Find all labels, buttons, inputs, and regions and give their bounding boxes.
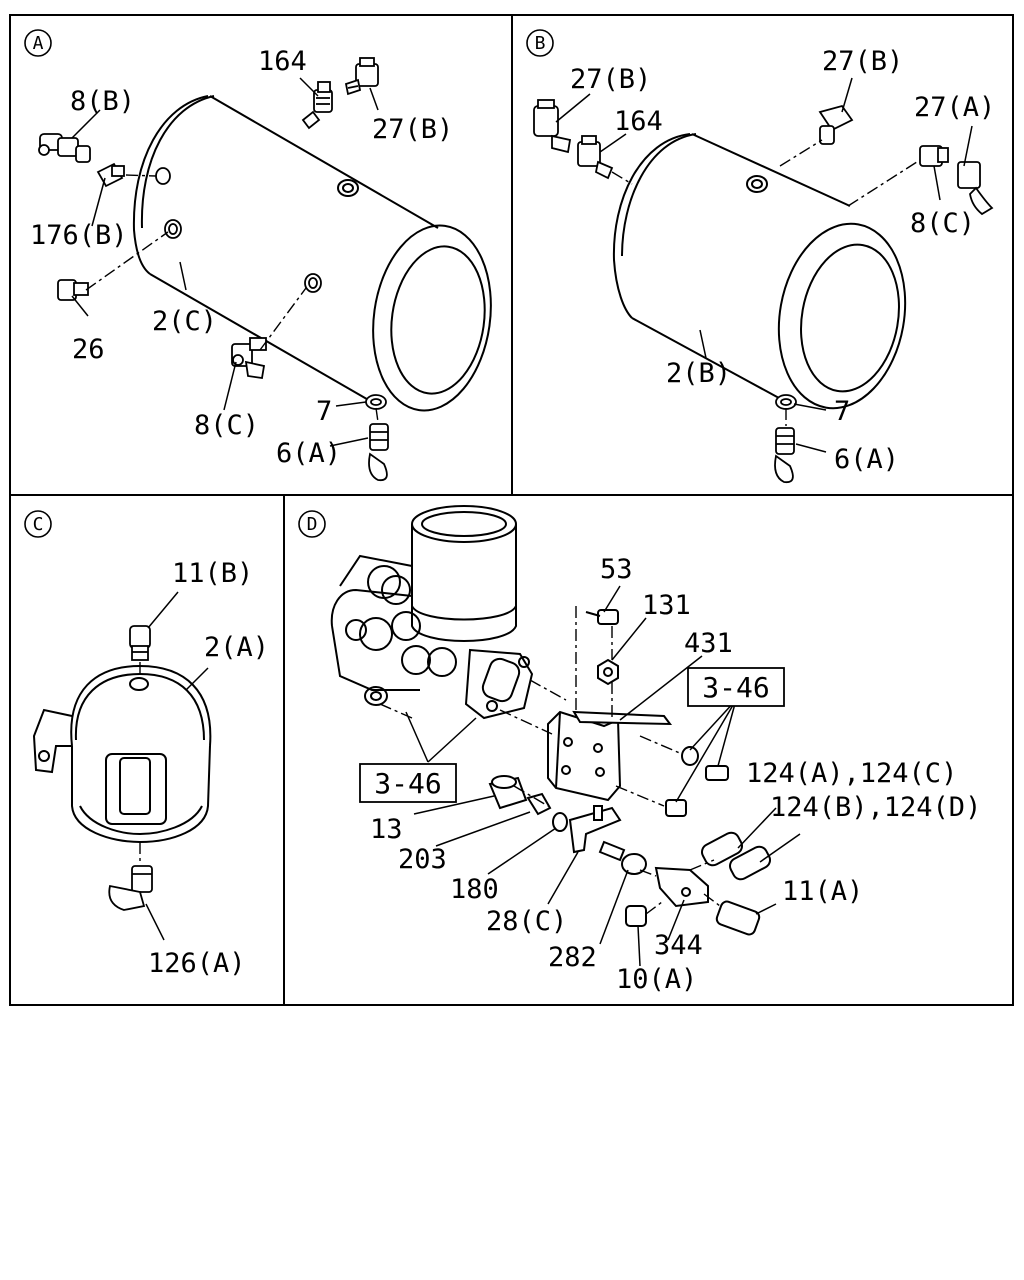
label-b-2b: 2(B): [666, 358, 731, 389]
panel-d: D: [298, 505, 981, 995]
air-dryer-drawing: [330, 505, 534, 720]
panel-a-marker: A: [24, 29, 52, 57]
panel-b-marker: B: [526, 29, 554, 57]
label-b-8c: 8(C): [910, 208, 975, 239]
label-a-6a: 6(A): [276, 438, 341, 469]
label-d-180: 180: [450, 874, 499, 905]
leaders-c: [145, 591, 209, 941]
label-a-7: 7: [316, 396, 332, 427]
panel-a: A: [24, 29, 492, 482]
label-a-26: 26: [72, 334, 105, 365]
ref-box-right-text: 3-46: [702, 671, 769, 704]
label-a-27b: 27(B): [372, 114, 453, 145]
label-b-6a: 6(A): [834, 444, 899, 475]
panel-d-marker: D: [298, 510, 326, 538]
reservoir-c-drawing: [32, 664, 212, 844]
fittings-c: [108, 625, 153, 911]
ref-box-right[interactable]: 3-46: [687, 667, 785, 707]
leaders-d: [405, 585, 801, 967]
panel-a-id: A: [33, 33, 44, 54]
air-tank-b-drawing: [612, 133, 907, 410]
label-d-124ac: 124(A),124(C): [746, 758, 957, 789]
label-d-203: 203: [398, 844, 447, 875]
air-tank-drawing: [132, 95, 492, 412]
label-d-124bd: 124(B),124(D): [770, 792, 981, 823]
ref-box-left-text: 3-46: [374, 767, 441, 800]
label-d-282: 282: [548, 942, 597, 973]
dashdot-b: [611, 139, 921, 426]
label-b-27a: 27(A): [914, 92, 995, 123]
panel-b-id: B: [535, 33, 546, 54]
leaders-b: [555, 77, 973, 453]
ref-box-left[interactable]: 3-46: [359, 763, 457, 803]
label-a-8c: 8(C): [194, 410, 259, 441]
label-b-164: 164: [614, 106, 663, 137]
label-d-53: 53: [600, 554, 633, 585]
label-a-176b: 176(B): [30, 220, 128, 251]
label-c-126a: 126(A): [148, 948, 246, 979]
panel-c-id: C: [33, 514, 44, 535]
label-d-431: 431: [684, 628, 733, 659]
fittings-b: [533, 99, 994, 484]
panel-b: B: [526, 29, 995, 484]
label-a-8b: 8(B): [70, 86, 135, 117]
dashdot-a: [85, 174, 379, 423]
panel-d-id: D: [307, 514, 318, 535]
label-d-344: 344: [654, 930, 703, 961]
leaders-a: [71, 77, 379, 447]
label-a-2c: 2(C): [152, 306, 217, 337]
label-b-7: 7: [834, 396, 850, 427]
label-d-28c: 28(C): [486, 906, 567, 937]
label-a-164: 164: [258, 46, 307, 77]
panel-c-marker: C: [24, 510, 52, 538]
label-b-27b-top: 27(B): [822, 46, 903, 77]
label-d-11a: 11(A): [782, 876, 863, 907]
label-c-11b: 11(B): [172, 558, 253, 589]
label-d-131: 131: [642, 590, 691, 621]
panel-frames: [9, 14, 1014, 1006]
label-d-10a: 10(A): [616, 964, 697, 995]
label-c-2a: 2(A): [204, 632, 269, 663]
label-b-27b-left: 27(B): [570, 64, 651, 95]
dashdot-d: [379, 606, 721, 915]
label-d-13: 13: [370, 814, 403, 845]
panel-c: C 11(B): [24, 510, 269, 979]
bracket-drawing: [488, 609, 772, 936]
